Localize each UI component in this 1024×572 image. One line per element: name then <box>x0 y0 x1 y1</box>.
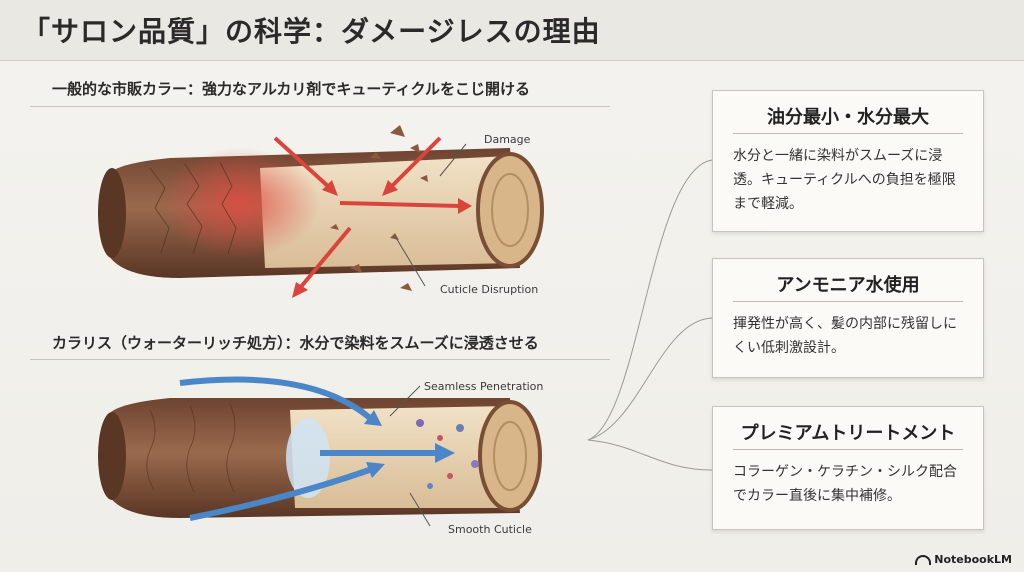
feature-card-ammonia: アンモニア水使用 揮発性が高く、髪の内部に残留しにくい低刺激設計。 <box>712 258 984 378</box>
hair-end-left <box>98 412 126 500</box>
label-seamless-penetration: Seamless Penetration <box>424 380 543 393</box>
hair-cross-section <box>478 154 542 266</box>
card-title: プレミアムトリートメント <box>713 407 983 449</box>
notebooklm-logo: NotebookLM <box>915 553 1012 566</box>
notebooklm-icon <box>915 555 931 565</box>
hair-cross-section <box>480 402 540 510</box>
section2-heading: カラリス（ウォーターリッチ処方）：水分で染料をスムーズに浸透させる <box>52 332 539 353</box>
label-smooth-cuticle: Smooth Cuticle <box>448 523 532 536</box>
section1-divider <box>30 106 610 107</box>
section2-divider <box>30 359 610 360</box>
card-body: 揮発性が高く、髪の内部に残留しにくい低刺激設計。 <box>713 302 983 360</box>
card-title: アンモニア水使用 <box>713 259 983 301</box>
hair-end-left <box>98 168 126 258</box>
feature-card-treatment: プレミアムトリートメント コラーゲン・ケラチン・シルク配合でカラー直後に集中補修… <box>712 406 984 530</box>
title-bar: 「サロン品質」の科学：ダメージレスの理由 <box>0 0 1024 61</box>
card-body: 水分と一緒に染料がスムーズに浸透。キューティクルへの負担を極限まで軽減。 <box>713 134 983 216</box>
damage-zone <box>160 148 320 258</box>
page-title: 「サロン品質」の科学：ダメージレスの理由 <box>22 10 601 50</box>
card-title: 油分最小・水分最大 <box>713 91 983 133</box>
feature-card-oil-water: 油分最小・水分最大 水分と一緒に染料がスムーズに浸透。キューティクルへの負担を極… <box>712 90 984 232</box>
card-body: コラーゲン・ケラチン・シルク配合でカラー直後に集中補修。 <box>713 450 983 508</box>
label-damage: Damage <box>484 133 530 146</box>
section1-heading: 一般的な市販カラー：強力なアルカリ剤でキューティクルをこじ開ける <box>52 78 530 99</box>
healthy-hair-illustration <box>90 368 560 568</box>
label-cuticle-disruption: Cuticle Disruption <box>440 283 538 296</box>
